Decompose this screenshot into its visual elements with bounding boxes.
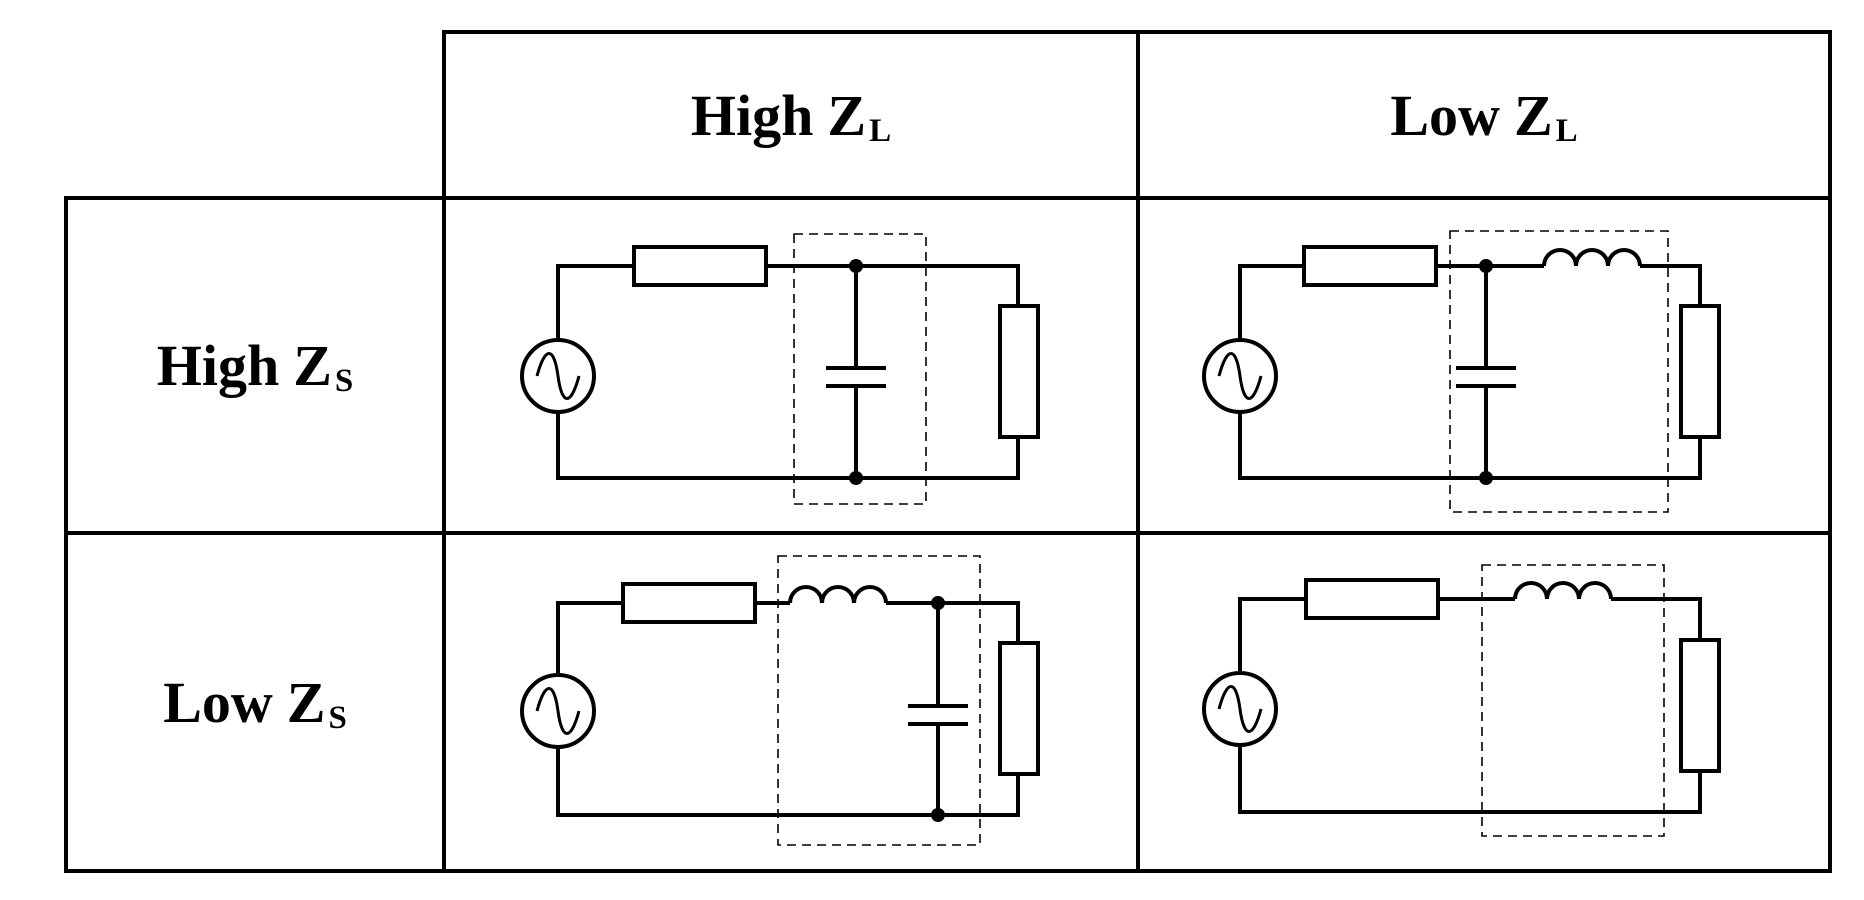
- row-header-low-zs-symbol: Z: [286, 669, 326, 735]
- return-wire: [1238, 745, 1702, 814]
- sine-wave-icon: [535, 687, 581, 735]
- junction-dot: [931, 596, 945, 610]
- source-lead-wire: [556, 601, 623, 675]
- sine-wave-icon: [535, 352, 581, 400]
- source-lead-wire: [1238, 597, 1306, 673]
- series-inductor-icon: [1542, 248, 1642, 267]
- row-header-high-zs-label: High: [156, 333, 280, 398]
- filter-boundary: [1481, 564, 1665, 837]
- source-lead-wire: [556, 264, 634, 340]
- filter-boundary: [777, 555, 981, 846]
- sine-wave-icon: [1217, 352, 1263, 400]
- top-wire-right: [1611, 597, 1702, 640]
- column-header-high-zl-label: High: [690, 82, 814, 148]
- junction-dot: [1479, 259, 1493, 273]
- row-header-low-zs-label: Low: [163, 669, 273, 735]
- series-resistor: [1304, 578, 1440, 620]
- row-header-high-zs-symbol: Z: [293, 333, 332, 398]
- junction-dot: [1479, 471, 1493, 485]
- sine-wave-icon: [1217, 685, 1263, 733]
- column-header-low-zl-subscript: L: [1555, 112, 1578, 149]
- shunt-capacitor-icon: [908, 603, 968, 815]
- return-wire: [556, 412, 1020, 480]
- junction-dot: [931, 808, 945, 822]
- shunt-capacitor-icon: [1456, 266, 1516, 478]
- series-inductor-icon: [1513, 581, 1613, 600]
- row-header-high-zs-subscript: S: [334, 363, 354, 399]
- shunt-capacitor-icon: [826, 266, 886, 478]
- source-lead-wire: [1238, 264, 1304, 340]
- junction-dot: [849, 471, 863, 485]
- series-inductor-icon: [788, 585, 888, 604]
- filter-boundary: [793, 233, 927, 505]
- row-header-low-zs-subscript: S: [328, 699, 347, 736]
- column-header-high-zl-subscript: L: [869, 112, 892, 149]
- column-header-low-zl-label: Low: [1390, 82, 1500, 148]
- junction-dot: [849, 259, 863, 273]
- return-wire: [556, 747, 1020, 817]
- column-header-low-zl-symbol: Z: [1513, 82, 1553, 148]
- top-wire-right: [1640, 264, 1702, 306]
- column-header-high-zl-symbol: Z: [827, 82, 867, 148]
- load-resistor: [1679, 638, 1721, 773]
- return-wire: [1238, 412, 1702, 480]
- top-wire-right: [886, 601, 1020, 643]
- filter-boundary: [1449, 230, 1669, 513]
